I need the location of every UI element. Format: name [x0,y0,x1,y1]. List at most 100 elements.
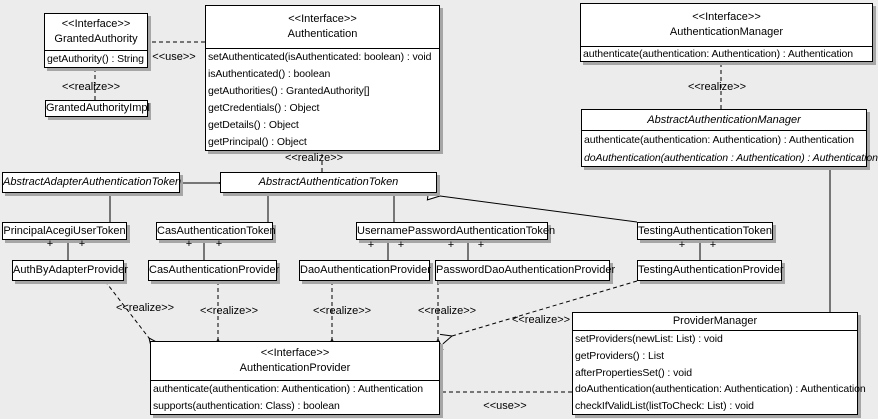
class-authentication-provider[interactable]: <<Interface>> AuthenticationProvider authe… [150,341,440,415]
class-header: PasswordDaoAuthenticationProvider [436,261,616,280]
class-header: ProviderManager [573,313,857,330]
use-label: <<use>> [483,400,527,412]
method-label: authenticate(authentication: Authenticat… [584,134,855,146]
class-dao-authentication-provider[interactable]: DaoAuthenticationProvider [299,260,431,281]
realize-label: <<realize>> [312,305,372,317]
class-provider-manager[interactable]: ProviderManager setProviders(newList: Lis… [572,312,866,415]
class-header: DaoAuthenticationProvider [300,261,431,280]
class-name: AuthByAdapterProvider [13,264,128,276]
class-password-dao-authentication-provider[interactable]: PasswordDaoAuthenticationProvider [435,260,616,281]
class-header: <<Interface>> AuthenticationManager [581,4,872,46]
method-label: doAuthentication(authentication: Authent… [575,383,866,396]
class-header: AbstractAuthenticationToken [221,173,436,192]
multiplicity-label: + [477,239,485,251]
method-label: getCredentials() : Object [208,102,320,114]
realize-label: <<realize>> [61,81,121,93]
method-label: getAuthorities() : GrantedAuthority[] [208,85,370,97]
class-name: TestingAuthenticationToken [638,224,772,237]
class-name: PasswordDaoAuthenticationProvider [436,264,616,276]
class-header: PrincipalAcegiUserToken [3,223,126,239]
class-name: AuthenticationProvider [239,362,351,374]
class-name: AuthenticationManager [669,26,784,38]
multiplicity-label: + [46,238,54,250]
multiplicity-label: + [78,238,86,250]
realize-label: <<realize>> [511,314,571,326]
method-label: getDetails() : Object [208,119,299,131]
class-cas-authentication-token[interactable]: CasAuthenticationToken [156,222,276,240]
class-header: TestingAuthenticationToken [638,223,772,239]
method-label: doAuthentication(authentication : Authen… [584,152,878,164]
multiplicity-label: + [397,239,405,251]
stereotype-label: <<Interface>> [692,11,761,23]
class-header: TestingAuthenticationProvider [638,261,784,280]
class-header: CasAuthenticationProvider [149,261,280,280]
stereotype-label: <<Interface>> [288,13,357,25]
multiplicity-label: + [367,239,375,251]
class-name: TestingAuthenticationProvider [638,264,784,276]
class-testing-authentication-provider[interactable]: TestingAuthenticationProvider [637,260,784,281]
class-header: GrantedAuthorityImpl [46,101,150,116]
class-auth-by-adapter-provider[interactable]: AuthByAdapterProvider [12,260,128,281]
class-header: UsernamePasswordAuthenticationToken [357,223,556,239]
class-name: AbstractAuthenticationManager [647,113,801,126]
method-label: getPrincipal() : Object [208,136,307,148]
multiplicity-label: + [215,238,223,250]
multiplicity-label: + [447,239,455,251]
class-header: <<Interface>> AuthenticationProvider [151,342,439,380]
generalize-connector [440,196,638,223]
method-label: setAuthenticated(isAuthenticated: boolea… [208,51,432,63]
class-granted-authority[interactable]: <<Interface>> GrantedAuthority getAuthorit… [44,13,148,68]
class-name: UsernamePasswordAuthenticationToken [357,224,556,237]
class-name: ProviderManager [672,315,758,327]
method-label: authenticate(authentication: Authenticat… [153,383,424,395]
methods-compartment: authenticate(authentication: Authenticat… [151,380,439,415]
methods-compartment: getAuthority() : String [45,50,147,68]
multiplicity-label: + [185,238,193,250]
class-header: <<Interface>> GrantedAuthority [45,14,147,50]
method-label: setProviders(newList: List) : void [575,333,723,345]
method-label: supports(authentication: Class) : boolea… [153,400,340,412]
class-header: AbstractAdapterAuthenticationToken [3,173,182,192]
class-name: AbstractAdapterAuthenticationToken [3,176,182,188]
realize-label: <<realize>> [687,81,747,93]
class-name: PrincipalAcegiUserToken [3,224,126,237]
method-label: authenticate(authentication: Authenticat… [583,48,854,60]
class-name: CasAuthenticationToken [157,224,276,237]
class-name: CasAuthenticationProvider [149,264,280,276]
class-abstract-adapter-authentication-token[interactable]: AbstractAdapterAuthenticationToken [2,172,182,193]
class-header: AbstractAuthenticationManager [582,110,866,130]
class-authentication[interactable]: <<Interface>> Authentication setAuthentica… [205,5,440,151]
realize-label: <<realize>> [417,305,477,317]
class-cas-authentication-provider[interactable]: CasAuthenticationProvider [148,260,280,281]
class-abstract-authentication-token[interactable]: AbstractAuthenticationToken [220,172,437,193]
methods-compartment: setProviders(newList: List) : void getPro… [573,330,866,415]
multiplicity-label: + [709,239,717,251]
realize-connector [104,280,149,338]
use-label: <<use>> [152,51,196,63]
class-name: DaoAuthenticationProvider [300,264,431,276]
methods-compartment: authenticate(authentication: Authenticat… [582,130,878,167]
method-label: getAuthority() : String [47,53,144,65]
method-label: getProviders() : List [575,349,664,362]
class-header: <<Interface>> Authentication [206,6,439,48]
class-testing-authentication-token[interactable]: TestingAuthenticationToken [637,222,773,240]
class-principal-acegi-user-token[interactable]: PrincipalAcegiUserToken [2,222,127,240]
class-abstract-authentication-manager[interactable]: AbstractAuthenticationManager authenticat… [581,109,878,167]
class-header: AuthByAdapterProvider [13,261,128,280]
class-name: AbstractAuthenticationToken [258,176,399,188]
realize-label: <<realize>> [115,302,175,314]
method-label: isAuthenticated() : boolean [208,68,331,80]
class-name: GrantedAuthorityImpl [46,102,150,114]
class-name: GrantedAuthority [54,33,138,45]
realize-label: <<realize>> [199,305,259,317]
class-granted-authority-impl[interactable]: GrantedAuthorityImpl [45,100,150,117]
class-authentication-manager[interactable]: <<Interface>> AuthenticationManager authen… [580,3,873,62]
stereotype-label: <<Interface>> [260,347,330,359]
stereotype-label: <<Interface>> [61,18,131,30]
class-username-password-authentication-token[interactable]: UsernamePasswordAuthenticationToken [356,222,556,240]
class-name: Authentication [287,28,358,40]
methods-compartment: setAuthenticated(isAuthenticated: boolea… [206,48,439,151]
method-label: checkIfValidList(listToCheck: List) : vo… [575,400,754,413]
class-header: CasAuthenticationToken [157,223,276,239]
